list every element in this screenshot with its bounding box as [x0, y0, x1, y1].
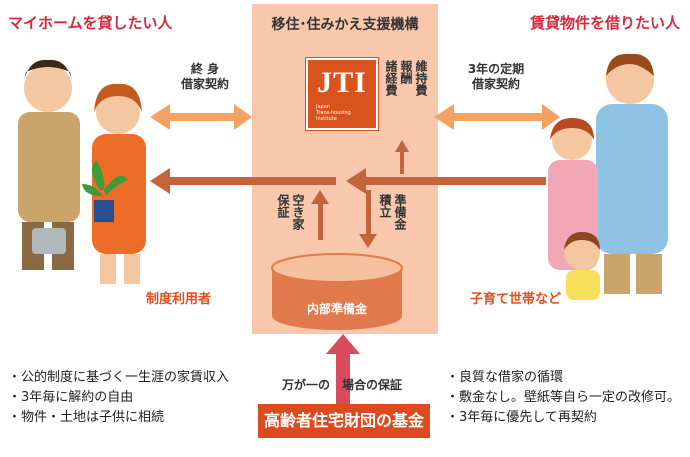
reserve-arrow	[359, 190, 377, 248]
jti-logo-subtext: Japan Trans-housing Institute	[316, 104, 351, 122]
left-contract-arrow	[150, 104, 252, 130]
rent-from-tenant-arrow	[346, 168, 546, 194]
internal-reserve-label: 内部準備金	[306, 302, 367, 316]
jti-logo-text: JTI	[317, 66, 367, 99]
right-bullet-item: 敷金なし。壁紙等自ら一定の改修可。	[446, 388, 680, 408]
fund-box: 高齢者住宅財団の基金	[258, 404, 430, 438]
right-bullet-item: 良質な借家の循環	[446, 368, 680, 388]
right-user-label: 子育て世帯など	[470, 292, 562, 307]
reserve-label: 準備金 積立	[378, 194, 407, 230]
left-user-label: 制度利用者	[146, 292, 212, 307]
right-bullet-item: 3年毎に優先して再契約	[446, 408, 680, 428]
left-bullet-list: 公的制度に基づく一生涯の家賃収入 3年毎に解約の自由 物件・土地は子供に相続	[8, 368, 229, 428]
vacancy-guarantee-label: 空き家 保証	[276, 194, 305, 230]
fund-arrow	[326, 334, 360, 404]
left-bullet-item: 物件・土地は子供に相続	[8, 408, 229, 428]
owner-couple-illustration	[18, 59, 146, 284]
left-contract-label: 終 身 借家契約	[180, 62, 229, 91]
center-title: 移住･住みかえ支援機構	[271, 17, 419, 33]
vacancy-guarantee-arrow	[311, 190, 329, 240]
tenant-family-illustration	[548, 53, 668, 300]
left-bullet-item: 3年毎に解約の自由	[8, 388, 229, 408]
jti-logo: JTI Japan Trans-housing Institute	[306, 58, 378, 130]
costs-label: 維持費 報酬 諸経費	[384, 60, 428, 96]
right-bullet-list: 良質な借家の循環 敷金なし。壁紙等自ら一定の改修可。 3年毎に優先して再契約	[446, 368, 680, 428]
right-title: 賃貸物件を借りたい人	[530, 14, 681, 32]
internal-reserve-drum	[271, 253, 403, 330]
costs-arrow	[395, 140, 409, 174]
left-title: マイホームを貸したい人	[8, 14, 173, 32]
left-bullet-item: 公的制度に基づく一生涯の家賃収入	[8, 368, 229, 388]
rent-to-owner-arrow	[150, 168, 336, 194]
right-contract-label: 3年の定期 借家契約	[467, 62, 525, 91]
guarantee-label: 万が一の 場合の保証	[282, 378, 403, 392]
right-contract-arrow	[434, 104, 560, 130]
